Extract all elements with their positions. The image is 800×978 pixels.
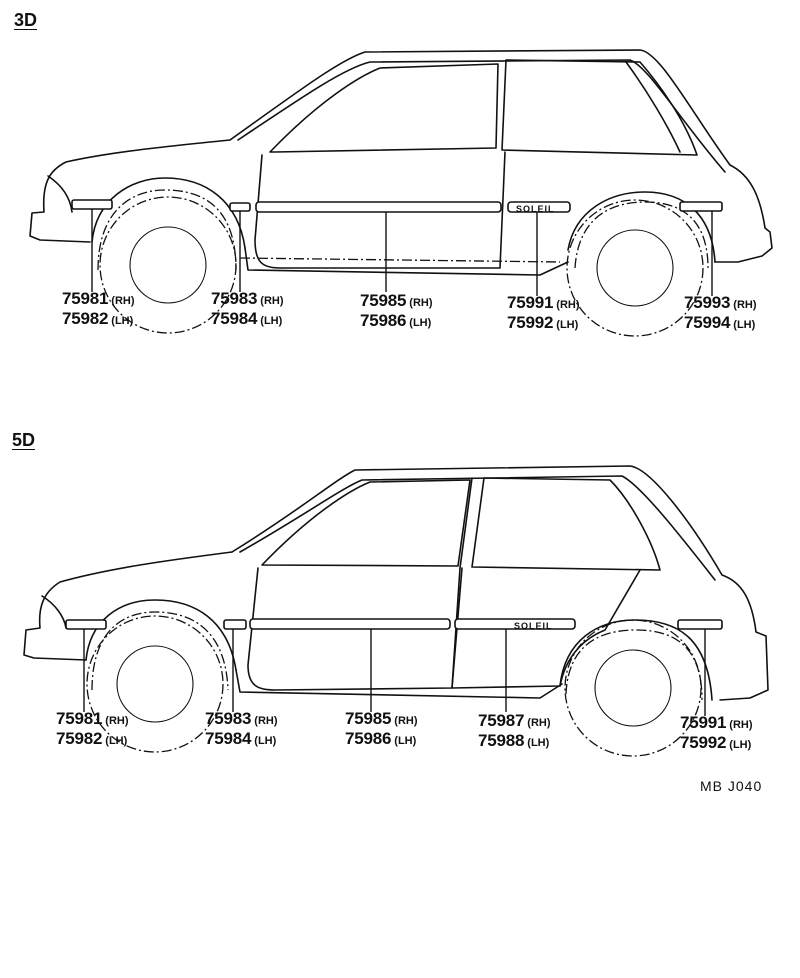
part-number-lh: 75982	[56, 729, 103, 748]
side-lh: (LH)	[260, 315, 283, 327]
soleil-badge: SOLEIL	[516, 204, 555, 214]
part-number-lh: 75988	[478, 731, 525, 750]
part-number-rh: 75981	[56, 709, 103, 728]
part-callout: 75981(RH) 75982(LH)	[62, 290, 135, 330]
part-number-lh: 75984	[205, 729, 252, 748]
side-lh: (LH)	[527, 737, 550, 749]
part-callout: 75991(RH) 75992(LH)	[680, 714, 753, 754]
side-rh: (RH)	[729, 719, 753, 731]
side-rh: (RH)	[111, 295, 135, 307]
part-callout: 75993(RH) 75994(LH)	[684, 294, 757, 334]
part-number-rh: 75993	[684, 293, 731, 312]
part-number-rh: 75981	[62, 289, 109, 308]
part-number-lh: 75994	[684, 313, 731, 332]
side-rh: (RH)	[254, 715, 278, 727]
part-callout: 75991(RH) 75992(LH)	[507, 294, 580, 334]
side-rh: (RH)	[105, 715, 129, 727]
part-callout: 75983(RH) 75984(LH)	[205, 710, 278, 750]
part-number-lh: 75982	[62, 309, 109, 328]
section-title-3d: 3D	[14, 10, 38, 30]
part-callout: 75985(RH) 75986(LH)	[360, 292, 433, 332]
drawing-code: MB J040	[700, 778, 763, 794]
soleil-badge: SOLEIL	[514, 621, 553, 631]
car-3door-drawing	[29, 49, 773, 337]
side-lh: (LH)	[556, 319, 579, 331]
side-rh: (RH)	[260, 295, 284, 307]
section-title-5d: 5D	[12, 430, 36, 450]
part-number-rh: 75983	[205, 709, 252, 728]
part-number-lh: 75984	[211, 309, 258, 328]
side-rh: (RH)	[733, 299, 757, 311]
part-number-rh: 75983	[211, 289, 258, 308]
part-number-rh: 75985	[345, 709, 392, 728]
side-rh: (RH)	[527, 717, 551, 729]
part-number-lh: 75992	[680, 733, 727, 752]
part-number-lh: 75992	[507, 313, 554, 332]
part-number-rh: 75991	[507, 293, 554, 312]
part-number-rh: 75991	[680, 713, 727, 732]
side-rh: (RH)	[409, 297, 433, 309]
part-callout: 75983(RH) 75984(LH)	[211, 290, 284, 330]
part-number-lh: 75986	[345, 729, 392, 748]
part-number-rh: 75985	[360, 291, 407, 310]
side-lh: (LH)	[733, 319, 756, 331]
part-number-lh: 75986	[360, 311, 407, 330]
part-callout: 75981(RH) 75982(LH)	[56, 710, 129, 750]
car-5door-drawing	[23, 465, 769, 757]
part-callout: 75985(RH) 75986(LH)	[345, 710, 418, 750]
side-rh: (RH)	[394, 715, 418, 727]
side-lh: (LH)	[105, 735, 128, 747]
side-lh: (LH)	[394, 735, 417, 747]
side-lh: (LH)	[729, 739, 752, 751]
side-lh: (LH)	[111, 315, 134, 327]
side-lh: (LH)	[254, 735, 277, 747]
part-number-rh: 75987	[478, 711, 525, 730]
side-rh: (RH)	[556, 299, 580, 311]
side-lh: (LH)	[409, 317, 432, 329]
part-callout: 75987(RH) 75988(LH)	[478, 712, 551, 752]
